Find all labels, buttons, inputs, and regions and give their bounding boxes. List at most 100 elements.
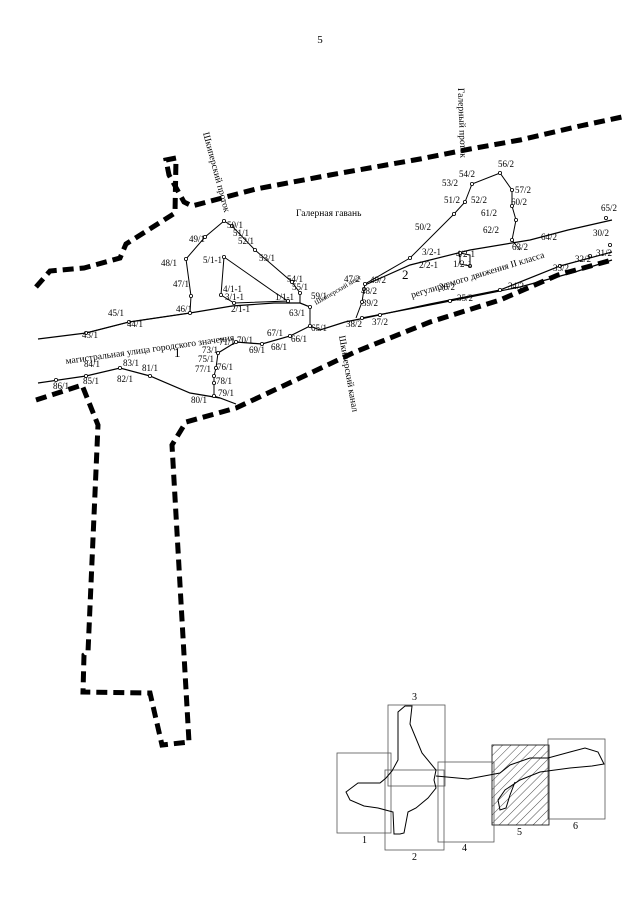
point-marker [211,380,216,385]
point-label: 47/2 [344,274,360,284]
point-marker [514,217,519,222]
point-label: 1/1-1 [275,292,294,302]
point-label: 69/1 [249,345,265,355]
point-label: 39/2 [362,298,378,308]
point-marker [588,253,593,258]
point-label: 5/1-1 [203,255,222,265]
point-label: 53/1 [259,253,275,263]
point-marker [447,298,452,303]
point-label: 36/2 [439,282,455,292]
point-label: 65/1 [311,323,327,333]
point-label: 48/1 [161,258,177,268]
point-label: 54/2 [459,169,475,179]
point-marker [188,293,193,298]
point-label: 77/1 [195,364,211,374]
point-label: 57/2 [515,185,531,195]
point-marker [407,255,412,260]
point-label: 34/2 [508,281,524,291]
index-territory-outline [345,705,437,835]
point-label: 38/2 [346,319,362,329]
point-label: 3/1-1 [225,292,244,302]
territory-boundary [34,114,623,748]
point-marker [509,237,514,242]
point-marker [558,263,563,268]
point-marker [509,203,514,208]
point-marker [252,247,257,252]
survey-points [54,170,613,398]
point-labels: 43/1 44/1 45/1 46/1 47/1 48/1 49/1 50/1 … [53,159,617,405]
point-marker [233,339,238,344]
point-marker [497,287,502,292]
point-marker [213,365,218,370]
point-label: 81/1 [142,363,158,373]
point-label: 52/2 [471,195,487,205]
point-marker [467,263,472,268]
label-galernaya-gavan: Галерная гавань [296,209,362,219]
point-marker [509,187,514,192]
point-label: 31/2 [596,248,612,258]
index-sheet-1 [336,752,392,834]
point-marker [221,218,226,223]
point-label: 51/1 [233,228,249,238]
point-marker [287,333,292,338]
point-marker [221,254,226,259]
index-sheet-4 [437,761,495,843]
point-label: 49/1 [189,234,205,244]
point-label: 86/1 [53,381,69,391]
index-street [435,747,605,811]
point-label: 60/2 [511,197,527,207]
point-marker [54,377,59,382]
point-label: 46/1 [176,304,192,314]
point-label: 51/2 [444,195,460,205]
boundary-bottom [35,257,613,748]
point-label: 32/2 [575,254,591,264]
point-marker [451,211,456,216]
index-label-3: 3 [412,692,417,703]
point-marker [202,234,207,239]
point-label: 78/1 [216,376,232,386]
point-label: 44/1 [127,319,143,329]
label-zone-1: 1 [174,345,181,360]
point-marker [211,373,216,378]
point-marker [147,373,152,378]
point-label: 59/1 [311,291,327,301]
point-label: 30/2 [593,228,609,238]
point-marker [361,286,366,291]
index-sheet-2 [384,769,445,851]
label-galerny-protok: Галерный проток [455,88,468,159]
point-label: 53/2 [442,178,458,188]
point-marker [231,300,236,305]
index-map: 1 2 3 4 5 6 [336,692,606,863]
parcel-1-inner [220,256,290,304]
point-label: 56/2 [498,159,514,169]
point-label: 3/2-1 [422,247,441,257]
point-label: 45/1 [108,308,124,318]
point-label: 68/1 [271,342,287,352]
point-label: 65/2 [601,203,617,213]
point-label: 1/2-1 [453,259,472,269]
point-marker [211,393,216,398]
street-2-upper [364,219,613,286]
label-shkiperskiy-kanal: Шкиперский канал [336,335,360,414]
label-street-2: регулируемого движения II класса [410,250,547,300]
point-marker [259,341,264,346]
point-marker [608,242,613,247]
index-label-6: 6 [573,821,578,832]
point-label: 80/1 [191,395,207,405]
point-marker [289,279,294,284]
point-marker [469,181,474,186]
point-marker [497,170,502,175]
index-label-4: 4 [462,843,467,854]
point-marker [462,199,467,204]
point-label: 73/1 [202,345,218,355]
point-marker [604,215,609,220]
point-label: 67/1 [267,328,283,338]
point-marker [297,290,302,295]
point-label: 83/1 [123,358,139,368]
point-marker [359,299,364,304]
point-marker [127,319,132,324]
point-label: 49/2 [370,275,386,285]
point-label: 2/2-1 [419,260,438,270]
page-number: 5 [317,34,323,46]
